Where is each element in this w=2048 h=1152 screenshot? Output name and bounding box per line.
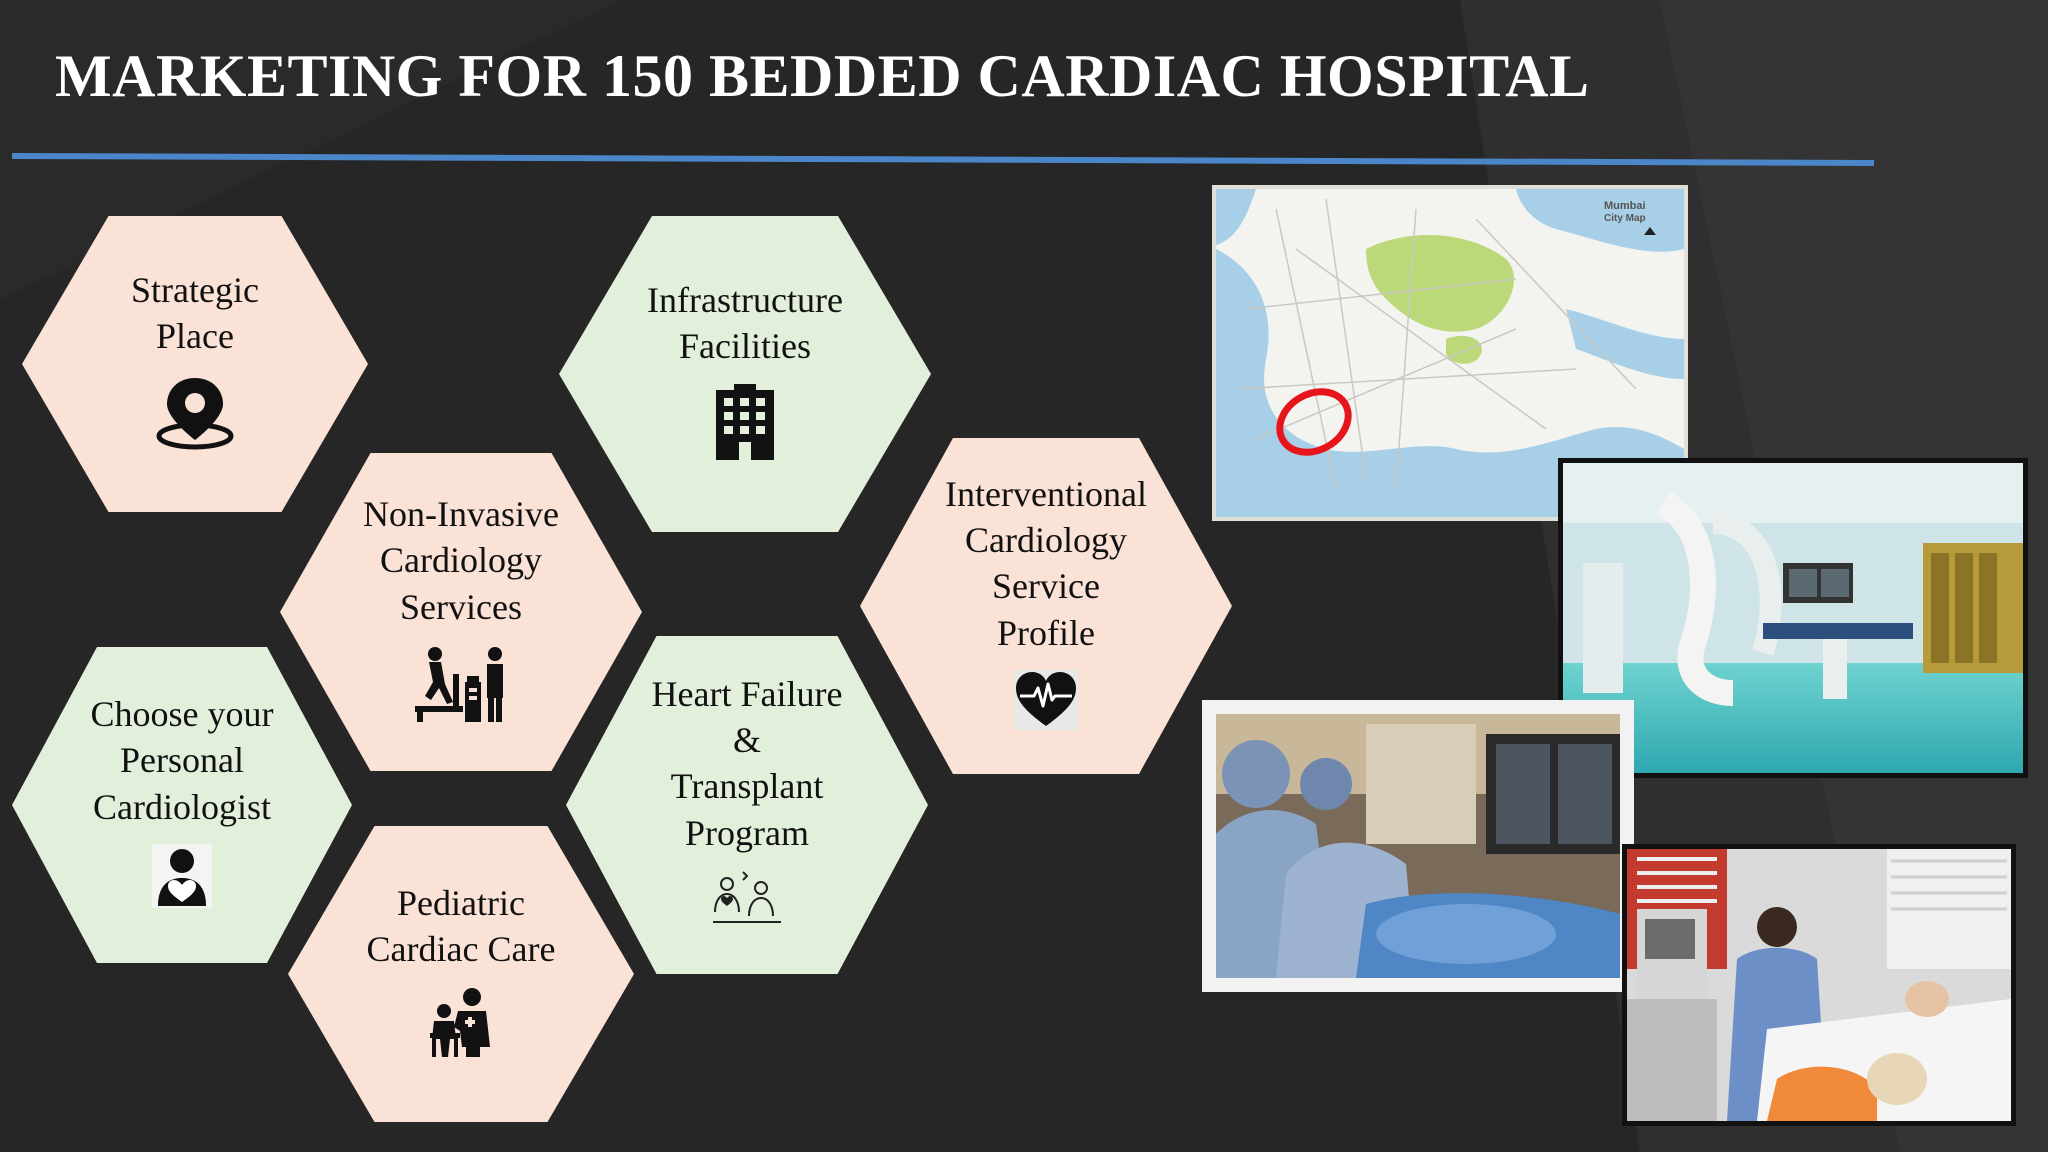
building-icon <box>714 383 776 471</box>
hex-label-line: & <box>732 720 761 761</box>
mumbai-map-image: Mumbai City Map <box>1212 185 1688 521</box>
hex-label-line: Choose your <box>90 694 274 735</box>
pediatric-doctor-icon <box>428 987 494 1068</box>
hex-label-line: Infrastructure <box>647 280 843 321</box>
hex-label-line: Cardiology <box>965 520 1127 561</box>
location-pin-icon <box>155 374 235 461</box>
map-caption-line: Mumbai <box>1604 200 1646 212</box>
transplant-team-icon <box>709 870 785 939</box>
hex-label-line: Personal <box>120 740 244 781</box>
hex-label-line: Heart Failure <box>651 674 843 715</box>
hex-interventional-cardiology: Interventional Cardiology Service Profil… <box>860 438 1232 774</box>
hex-label-line: Place <box>156 316 234 357</box>
pediatric-ward-photo <box>1622 844 2016 1126</box>
hex-label-line: Facilities <box>679 326 811 367</box>
hex-label-line: Non-Invasive <box>363 494 559 535</box>
surgery-photo <box>1202 700 1634 992</box>
hex-label-line: Transplant <box>670 766 824 807</box>
hex-pediatric-cardiac-care: Pediatric Cardiac Care <box>288 826 634 1122</box>
hex-label-line: Strategic <box>131 270 259 311</box>
cath-lab-photo <box>1558 458 2028 778</box>
hex-label-line: Interventional <box>945 474 1147 515</box>
slide-title: MARKETING FOR 150 BEDDED CARDIAC HOSPITA… <box>55 43 1590 109</box>
title-underline <box>12 153 1874 166</box>
map-caption-line: City Map <box>1604 213 1646 224</box>
hex-label-line: Program <box>685 812 809 853</box>
hex-label-line: Service <box>992 566 1100 607</box>
heart-pulse-icon <box>1014 669 1078 741</box>
cardiologist-icon <box>152 843 212 919</box>
hex-personal-cardiologist: Choose your Personal Cardiologist <box>12 647 352 963</box>
hex-label-line: Cardiologist <box>93 786 271 827</box>
hex-label-line: Pediatric <box>397 883 525 924</box>
hex-label-line: Profile <box>997 612 1095 653</box>
hex-label-line: Cardiology <box>380 540 542 581</box>
treadmill-test-icon <box>413 644 509 733</box>
hex-label-line: Cardiac Care <box>366 929 556 970</box>
hex-label-line: Services <box>400 586 522 627</box>
